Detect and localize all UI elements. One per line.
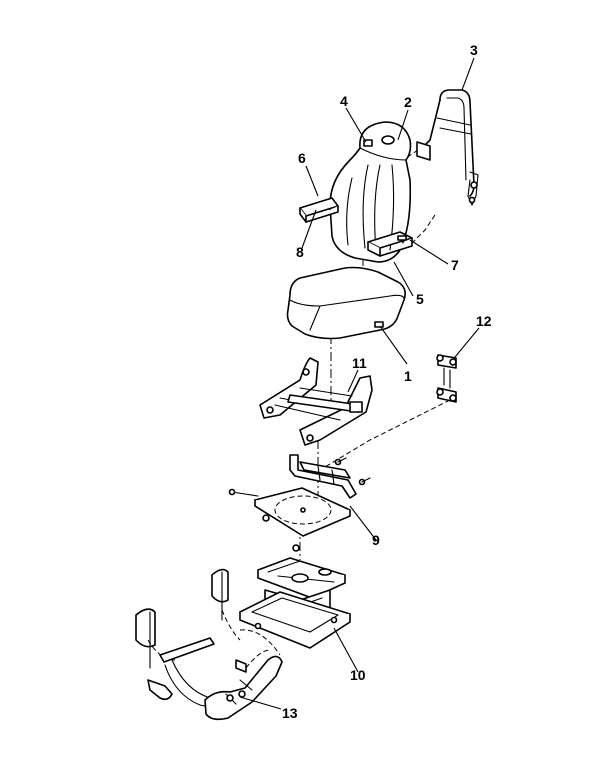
right-armrest-part-7 (367, 231, 413, 257)
callout-12: 12 (476, 313, 492, 329)
callout-8: 8 (296, 244, 304, 260)
seat-cushion-part-1 (286, 266, 406, 340)
callout-4: 4 (340, 93, 348, 109)
control-cables-part-13 (135, 568, 283, 721)
seat-frame-part-11 (259, 357, 373, 446)
callout-6: 6 (298, 150, 306, 166)
swivel-plate-part-9 (228, 454, 371, 552)
callout-13: 13 (282, 705, 298, 721)
leader-lines (239, 57, 480, 710)
link-part-12 (436, 354, 457, 403)
callout-9: 9 (372, 532, 380, 548)
callout-3: 3 (470, 42, 478, 58)
left-armrest-part-6 (299, 197, 339, 223)
backrest-frame-part-3 (416, 89, 479, 206)
callout-11: 11 (352, 355, 367, 371)
callout-2: 2 (404, 94, 412, 110)
suspension-base-part-10 (239, 557, 351, 649)
callout-1: 1 (404, 368, 412, 384)
callout-5: 5 (416, 291, 424, 307)
callout-labels: 1 2 3 4 5 6 7 8 9 10 11 12 13 (282, 42, 492, 721)
callout-7: 7 (451, 257, 459, 273)
seat-back-cushion (329, 121, 412, 263)
callout-10: 10 (350, 667, 366, 683)
